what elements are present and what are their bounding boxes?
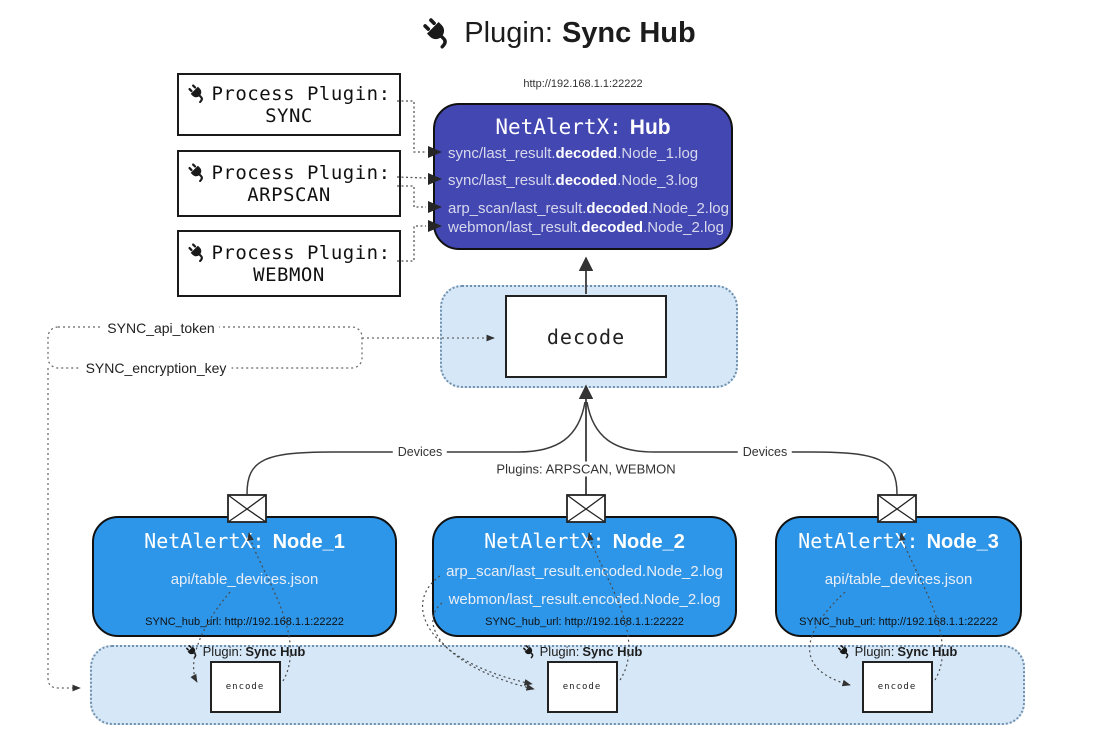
- plug-icon: [421, 16, 455, 50]
- hub-url: http://192.168.1.1:22222: [523, 78, 643, 90]
- envelope-icon: [227, 494, 267, 523]
- node-3-box: NetAlertX:Node_3 api/table_devices.json …: [775, 516, 1022, 637]
- envelope-icon: [566, 494, 606, 523]
- encode-unit-label: Plugin:Sync Hub: [522, 644, 642, 659]
- node-2-box: NetAlertX:Node_2 arp_scan/last_result.en…: [432, 516, 737, 637]
- process-plugin-name: WEBMON: [253, 263, 325, 286]
- sync-encryption-key-label: SYNC_encryption_key: [80, 360, 232, 376]
- node-title: NetAlertX:Node_3: [798, 529, 999, 553]
- hub-log-line: arp_scan/last_result.decoded.Node_2.log: [448, 200, 729, 217]
- plug-icon: [522, 644, 537, 659]
- process-plugin-label: Process Plugin:: [211, 161, 391, 184]
- process-plugin-name: ARPSCAN: [247, 183, 331, 206]
- devices-label-right: Devices: [737, 445, 793, 459]
- envelope-icon: [877, 494, 917, 523]
- page-title-name: Sync Hub: [561, 16, 696, 49]
- encode-box: encode: [209, 661, 281, 713]
- encode-unit-label: Plugin:Sync Hub: [185, 644, 305, 659]
- node-title: NetAlertX:Node_1: [144, 529, 345, 553]
- hub-log-line: webmon/last_result.decoded.Node_2.log: [448, 219, 724, 236]
- hub-title-name: Hub: [629, 116, 671, 139]
- devices-label-left: Devices: [392, 445, 448, 459]
- encode-unit-1: Plugin:Sync Hub encode: [175, 644, 315, 713]
- plugins-label: Plugins: ARPSCAN, WEBMON: [491, 461, 681, 477]
- sync-api-token-label: SYNC_api_token: [102, 320, 220, 336]
- node-title: NetAlertX:Node_2: [484, 529, 685, 553]
- plug-icon: [837, 644, 852, 659]
- process-plugin-label: Process Plugin:: [211, 241, 391, 264]
- plug-icon: [187, 162, 208, 183]
- node-file: api/table_devices.json: [824, 571, 973, 588]
- process-plugin-webmon-row: Process Plugin:: [187, 242, 390, 264]
- node-1-box: NetAlertX:Node_1 api/table_devices.json …: [92, 516, 397, 637]
- node-file: webmon/last_result.encoded.Node_2.log: [448, 591, 721, 608]
- plug-icon: [185, 644, 200, 659]
- node-file: api/table_devices.json: [170, 571, 319, 588]
- node-hub-url: SYNC_hub_url: http://192.168.1.1:22222: [799, 616, 998, 628]
- process-plugin-name: SYNC: [265, 104, 313, 127]
- encode-unit-3: Plugin:Sync Hub encode: [827, 644, 967, 713]
- process-plugin-sync-box: Process Plugin: SYNC: [177, 73, 401, 136]
- node-hub-url: SYNC_hub_url: http://192.168.1.1:22222: [145, 616, 344, 628]
- node-file: arp_scan/last_result.encoded.Node_2.log: [446, 563, 723, 580]
- page-title: Plugin: Sync Hub: [0, 16, 1117, 50]
- process-plugin-arpscan-box: Process Plugin: ARPSCAN: [177, 150, 401, 217]
- plug-icon: [187, 83, 208, 104]
- hub-title: NetAlertX: Hub: [435, 115, 731, 140]
- encode-unit-2: Plugin:Sync Hub encode: [512, 644, 652, 713]
- node-hub-url: SYNC_hub_url: http://192.168.1.1:22222: [485, 616, 684, 628]
- page-title-prefix: Plugin:: [464, 16, 553, 49]
- encode-unit-label: Plugin:Sync Hub: [837, 644, 957, 659]
- process-plugin-webmon-box: Process Plugin: WEBMON: [177, 230, 401, 297]
- hub-title-prefix: NetAlertX:: [495, 115, 622, 139]
- plug-icon: [187, 242, 208, 263]
- process-plugin-sync-row: Process Plugin:: [187, 83, 390, 105]
- encode-box: encode: [546, 661, 618, 713]
- process-plugin-arpscan-row: Process Plugin:: [187, 162, 390, 184]
- decode-box: decode: [505, 295, 667, 378]
- hub-log-line: sync/last_result.decoded.Node_3.log: [448, 172, 699, 189]
- process-plugin-label: Process Plugin:: [211, 82, 391, 105]
- hub-log-line: sync/last_result.decoded.Node_1.log: [448, 145, 699, 162]
- hub-box: NetAlertX: Hub sync/last_result.decoded.N…: [433, 103, 733, 250]
- encode-box: encode: [861, 661, 933, 713]
